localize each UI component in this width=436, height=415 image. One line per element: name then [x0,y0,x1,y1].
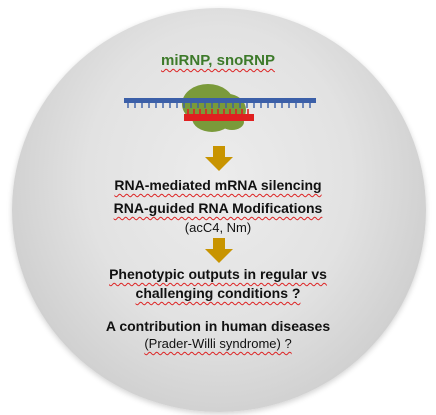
title-text: miRNP, snoRNP [161,52,275,69]
silencing-label: RNA-mediated mRNA silencing [114,177,322,193]
guide-rna [184,109,254,121]
background-circle [12,8,426,412]
phenotype-label-cont: challenging conditions ? [135,285,301,301]
complex-title: miRNP, snoRNP [0,52,436,69]
down-arrow-icon [205,238,233,263]
down-arrow-icon [205,146,233,171]
disease-detail: (Prader-Willi syndrome) ? [144,336,292,351]
modifications-detail: (acC4, Nm) [184,220,252,235]
phenotype-label: Phenotypic outputs in regular vs [109,266,327,282]
disease-label: A contribution in human diseases [105,318,331,334]
rnp-schematic [124,84,316,132]
modifications-label: RNA-guided RNA Modifications [113,200,323,216]
mrna-strand [124,98,316,108]
